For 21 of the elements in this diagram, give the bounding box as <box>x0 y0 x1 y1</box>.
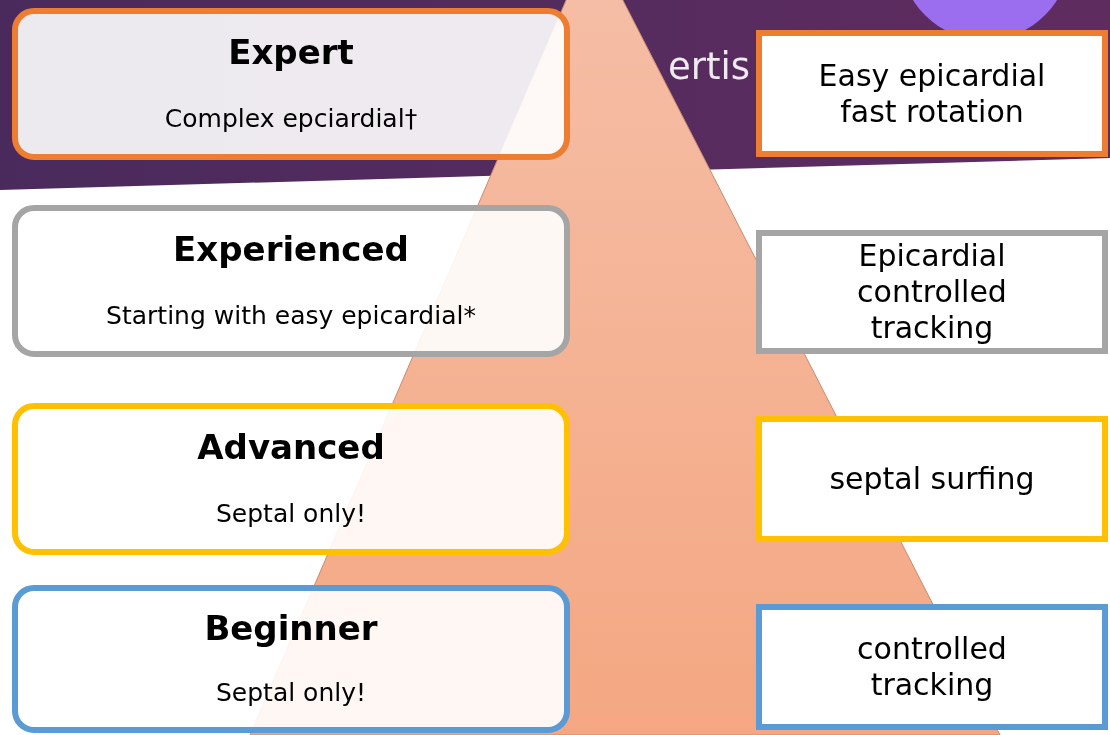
technique-box <box>756 230 1108 354</box>
technique-text: Easy epicardial fast rotation <box>817 57 1047 130</box>
level-box <box>12 8 570 160</box>
technique-text: controlled tracking <box>856 631 1008 703</box>
level-title: Beginner <box>204 610 378 648</box>
technique-box <box>756 604 1108 730</box>
level-box <box>12 585 570 733</box>
level-description: Septal only! <box>215 498 366 529</box>
level-description: Starting with easy epicardial* <box>106 300 476 331</box>
level-description: Septal only! <box>215 677 366 708</box>
level-title: Experienced <box>173 231 409 269</box>
level-description: Complex epciardial† <box>164 103 418 134</box>
technique-text: septal surfing <box>829 461 1035 497</box>
technique-text: Epicardial controlled tracking <box>856 238 1008 346</box>
level-title: Expert <box>228 34 354 72</box>
level-box <box>12 403 570 555</box>
technique-box <box>756 30 1108 157</box>
level-box <box>12 205 570 357</box>
level-title: Advanced <box>197 429 385 467</box>
technique-box <box>756 416 1108 542</box>
banner-title-fragment: ertis <box>668 48 751 85</box>
